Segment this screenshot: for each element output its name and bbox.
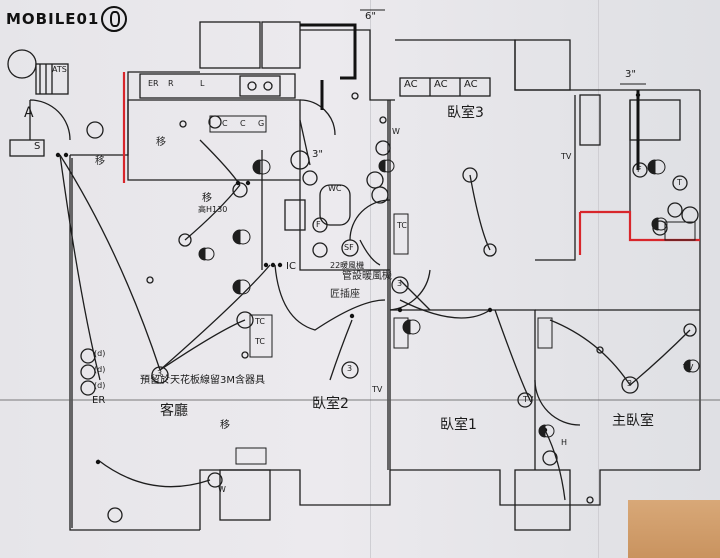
mobile01-watermark: MOBILE01 <box>6 6 128 32</box>
watermark-text: MOBILE01 <box>6 10 100 28</box>
c-symbol-2: C <box>240 119 246 128</box>
dimension-right: 3" <box>625 69 636 80</box>
er-label-kitchen: ER <box>148 79 159 88</box>
f-symbol-master: F <box>637 165 642 174</box>
ac-label-2: AC <box>434 79 448 90</box>
dimmer-symbol-1: (d) <box>94 349 106 358</box>
t-symbol: T <box>677 178 682 187</box>
bath-wall <box>299 180 390 271</box>
kitchen-counter <box>139 73 296 99</box>
l-symbol: L <box>200 79 205 88</box>
wire-1 <box>59 154 161 371</box>
c-symbol-1: C <box>222 119 228 128</box>
toilet <box>319 184 351 226</box>
sf-symbol: SF <box>344 243 354 252</box>
a-label: A <box>24 105 34 121</box>
tv-symbol-bed2: TV <box>372 385 383 394</box>
w-label-bath: W <box>392 127 400 136</box>
move-note-entry: 移 <box>95 156 105 167</box>
ac-panel <box>399 77 491 97</box>
tv-symbol-master: TV <box>683 363 694 372</box>
s-label: S <box>34 141 41 152</box>
light-3-bed2: 3 <box>347 364 353 373</box>
g-symbol: G <box>258 119 265 128</box>
tc-symbol-2: TC <box>255 337 266 346</box>
ceiling-note: 預留於天花板線留3M含器具 <box>140 375 265 386</box>
balcony-unit-right <box>514 469 571 531</box>
dimension-top: 6" <box>365 11 376 22</box>
tc-symbol-bed3: TC <box>397 221 408 230</box>
f-symbol-bath: F <box>316 220 321 229</box>
heater-small-label: 22暖風機 <box>330 261 365 270</box>
ic-label: IC <box>286 261 296 272</box>
handwritten-heater-note: 管設暖風機 <box>342 271 392 282</box>
wc-label: WC <box>328 184 342 193</box>
tv-symbol-bed3: TV <box>561 152 572 161</box>
room-master-bedroom: 主臥室 <box>612 413 654 429</box>
ac-label-1: AC <box>404 79 418 90</box>
w-label-balcony: W <box>218 485 226 494</box>
west-wall <box>69 155 200 531</box>
dimension-center: 3" <box>312 149 323 160</box>
move-note-living: 移 <box>220 420 230 431</box>
r-symbol: R <box>168 79 174 88</box>
light-3-master: 3 <box>627 379 633 388</box>
wall-bed3-right <box>535 95 576 261</box>
light-3-living: 3 <box>157 369 163 378</box>
watermark-logo-icon <box>101 6 128 32</box>
paper-fold-line <box>370 0 371 558</box>
balcony-unit-left <box>219 469 271 521</box>
tc-symbol-1: TC <box>255 317 266 326</box>
meter-circle <box>7 49 37 79</box>
wood-table-background <box>628 500 720 558</box>
dimmer-symbol-3: (d) <box>94 381 106 390</box>
ac-outdoor-unit <box>514 39 571 91</box>
paper-sheet-edge <box>598 0 599 558</box>
bathtub <box>629 99 681 141</box>
h-symbol: H <box>561 438 568 447</box>
room-living: 客廳 <box>160 403 188 419</box>
north-wall-mid <box>300 29 395 101</box>
room-bedroom2: 臥室2 <box>312 396 349 412</box>
er-label-living: ER <box>92 395 106 406</box>
entry-door-swing <box>29 99 71 141</box>
kitchen-block <box>127 99 301 181</box>
move-note-mark: 移 <box>156 137 166 148</box>
ats-label: ATS <box>52 65 67 74</box>
exhaust-duct <box>300 23 357 80</box>
ac-label-3: AC <box>464 79 478 90</box>
move-note-kitchen: 移 <box>202 193 212 204</box>
stove-hood <box>199 21 261 69</box>
dimmer-symbol-2: (d) <box>94 365 106 374</box>
tv-symbol-bed1: TV <box>523 395 534 404</box>
light-3-bed1: 3 <box>397 279 403 288</box>
south-wall <box>199 469 700 530</box>
handwritten-outlet-note: 匠插座 <box>330 289 360 300</box>
height-note: 高H130 <box>198 205 228 214</box>
room-bedroom3: 臥室3 <box>447 105 484 121</box>
north-wall-left <box>70 71 200 156</box>
room-bedroom1: 臥室1 <box>440 417 477 433</box>
